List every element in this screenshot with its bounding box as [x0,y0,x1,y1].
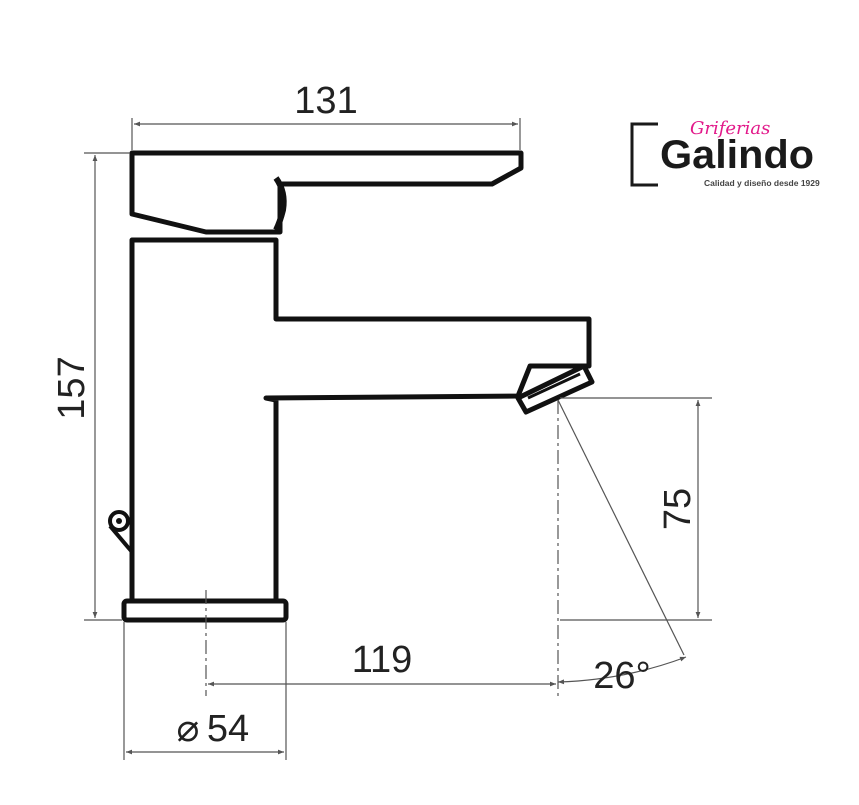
lever-handle [129,150,524,235]
handle-pivot [273,176,287,232]
faucet-body [129,237,592,604]
dimension-label-131: 131 [294,80,357,122]
dimension-label-angle: 26° [593,655,650,697]
dimension-spout-height: 75 [560,397,712,621]
diameter-symbol: ⌀ [177,708,200,750]
dimension-base-diameter: ⌀ 54 [123,622,287,760]
dimension-label-54: 54 [207,708,249,750]
popup-rod [108,510,134,554]
logo-bracket [630,122,658,187]
dimension-spout-reach: 119 [205,590,556,696]
brand-script: Griferias [690,118,770,139]
aerator-inner [527,372,581,400]
faucet-outline [108,150,595,623]
aerator [515,363,595,415]
brand-name: Galindo [660,133,814,177]
dimension-height-total: 157 [51,152,130,621]
dimension-angle: 26° [557,399,687,697]
dimension-width-top: 131 [131,80,521,150]
dimension-label-75: 75 [657,488,699,530]
dimension-label-157: 157 [51,356,93,419]
brand-tagline: Calidad y diseño desde 1929 [704,178,820,188]
dimension-label-119: 119 [352,639,413,681]
brand-logo: Griferias Galindo Calidad y diseño desde… [630,118,820,188]
faucet-base [121,598,289,623]
